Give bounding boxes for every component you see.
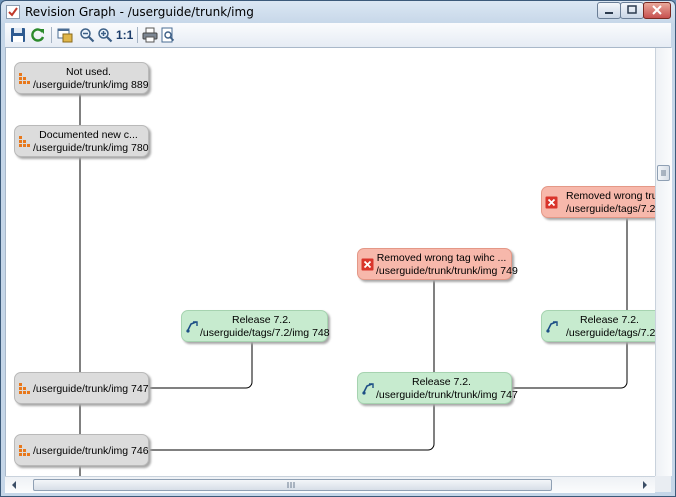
print-preview-icon: [161, 27, 175, 43]
edge-747b-reltags: [512, 342, 628, 389]
tag-node-icon: [361, 382, 374, 395]
revision-node-780[interactable]: Documented new c... /userguide/trunk/img…: [14, 125, 149, 157]
window-options-icon: [57, 28, 73, 43]
node-path-revision: /userguide/trunk/img 747: [33, 383, 149, 395]
node-path-revision: /userguide/trunk/img 780: [33, 142, 149, 154]
floppy-disk-icon: [11, 28, 25, 42]
revision-graph-canvas[interactable]: Not used. /userguide/trunk/img 889 Docum…: [5, 48, 656, 476]
title-bar[interactable]: Revision Graph - /userguide/trunk/img: [1, 1, 675, 23]
revision-node-749-removed[interactable]: Removed wrong tag wihc ... /userguide/tr…: [357, 248, 518, 280]
zoom-reset-button[interactable]: 1:1: [116, 28, 134, 42]
toolbar-separator: [51, 27, 52, 43]
trunk-node-icon: [18, 444, 31, 457]
node-path-revision: /userguide/trunk/trunk/img 749: [376, 265, 518, 277]
revision-node-747[interactable]: /userguide/trunk/img 747: [14, 372, 149, 404]
close-button[interactable]: [643, 2, 671, 19]
node-message: Not used.: [66, 66, 111, 78]
revision-node-release-tags[interactable]: Release 7.2. /userguide/tags/7.2/t: [541, 310, 656, 342]
printer-icon: [142, 27, 158, 43]
trunk-node-icon: [18, 135, 31, 148]
minimize-button[interactable]: [597, 2, 621, 19]
print-preview-button[interactable]: [159, 26, 177, 44]
revision-node-747-tag[interactable]: Release 7.2. /userguide/trunk/trunk/img …: [357, 372, 518, 404]
revision-node-748-tag[interactable]: Release 7.2. /userguide/tags/7.2/img 748: [181, 310, 330, 342]
node-path-revision: /userguide/trunk/img 746: [33, 445, 149, 457]
horizontal-scrollbar[interactable]: [5, 476, 655, 493]
scroll-right-arrow[interactable]: [638, 478, 652, 492]
toolbar: 1:1: [5, 23, 671, 48]
scrollbar-corner: [655, 476, 671, 492]
window-title: Revision Graph - /userguide/trunk/img: [25, 5, 254, 19]
node-message: Release 7.2.: [580, 314, 639, 326]
revision-node-889[interactable]: Not used. /userguide/trunk/img 889: [14, 62, 149, 94]
vertical-scrollbar[interactable]: [655, 48, 672, 476]
zoom-in-icon: [98, 28, 113, 43]
tag-node-icon: [185, 320, 198, 333]
minimize-icon: [605, 12, 613, 14]
zoom-out-button[interactable]: [78, 26, 96, 44]
node-message: Removed wrong tag wihc ...: [376, 252, 507, 264]
print-button[interactable]: [141, 26, 159, 44]
chevron-right-icon: [643, 481, 647, 489]
tag-node-icon: [545, 320, 558, 333]
close-icon: [652, 5, 662, 15]
refresh-icon: [31, 28, 45, 42]
node-path-revision: /userguide/tags/7.2/t: [566, 327, 656, 339]
app-icon: [6, 5, 20, 19]
node-message: Documented new c...: [39, 129, 138, 141]
node-path-revision: /userguide/trunk/img 889: [33, 79, 149, 91]
maximize-button[interactable]: [620, 2, 644, 19]
horizontal-scroll-thumb[interactable]: [33, 479, 552, 491]
trunk-node-icon: [18, 72, 31, 85]
toolbar-separator: [137, 27, 138, 43]
node-path-revision: /userguide/tags/7.2/t: [566, 203, 656, 215]
edge-747-748: [150, 342, 253, 389]
vertical-scroll-thumb[interactable]: [657, 165, 670, 181]
node-message: Removed wrong tru: [566, 190, 656, 202]
deleted-node-icon: [361, 258, 374, 271]
save-button[interactable]: [9, 26, 27, 44]
deleted-node-icon: [545, 196, 558, 209]
graph-edges: [79, 93, 628, 476]
node-path-revision: /userguide/tags/7.2/img 748: [200, 327, 330, 339]
node-message: Release 7.2.: [232, 314, 291, 326]
chevron-left-icon: [12, 481, 16, 489]
zoom-in-button[interactable]: [96, 26, 114, 44]
node-message: Release 7.2.: [412, 376, 471, 388]
refresh-button[interactable]: [29, 26, 47, 44]
scroll-left-arrow[interactable]: [7, 478, 21, 492]
trunk-node-icon: [18, 382, 31, 395]
maximize-icon: [627, 5, 637, 14]
revision-node-746[interactable]: /userguide/trunk/img 746: [14, 434, 149, 466]
zoom-out-icon: [80, 28, 95, 43]
view-options-button[interactable]: [56, 26, 74, 44]
revision-node-removed-tags[interactable]: Removed wrong tru /userguide/tags/7.2/t: [541, 186, 656, 218]
node-path-revision: /userguide/trunk/trunk/img 747: [376, 389, 518, 401]
edge-746-747b: [150, 404, 435, 451]
